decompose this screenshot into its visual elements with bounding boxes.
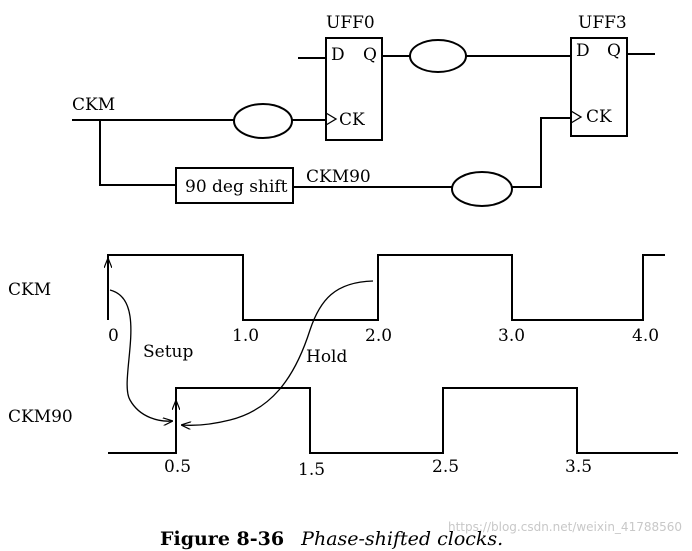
- data-path-delay: [409, 39, 467, 73]
- flipflop-uff3-ck-pin: CK: [586, 107, 612, 127]
- flipflop-uff3-q-pin: Q: [607, 41, 621, 61]
- setup-check-arrow: [109, 289, 172, 421]
- phase-shift-label: 90 deg shift: [185, 177, 288, 197]
- ckm90-tick-0: 0.5: [164, 457, 191, 477]
- ckm90-net-label: CKM90: [306, 167, 371, 187]
- phase-shift-block: [175, 167, 294, 204]
- ckm90-tick-2: 2.5: [432, 457, 459, 477]
- ckm-waveform: [107, 254, 665, 321]
- flipflop-uff0: [325, 37, 383, 141]
- ckm-waveform-label: CKM: [8, 280, 51, 300]
- figure-number: Figure 8-36: [160, 528, 284, 550]
- ckm90-tick-3: 3.5: [565, 457, 592, 477]
- ckm-input-label: CKM: [72, 95, 115, 115]
- ckm-branch-wire: [99, 120, 176, 186]
- ckm-buffer-delay: [233, 103, 293, 139]
- flipflop-uff0-q-pin: Q: [363, 45, 377, 65]
- flipflop-uff0-ck-pin: CK: [339, 110, 365, 130]
- flipflop-uff0-d-pin: D: [331, 45, 345, 65]
- watermark: https://blog.csdn.net/weixin_41788560: [448, 520, 682, 534]
- flipflop-uff3-name: UFF3: [578, 13, 627, 33]
- hold-label: Hold: [306, 347, 347, 367]
- flipflop-uff0-name: UFF0: [326, 13, 375, 33]
- ckm-tick-1: 1.0: [232, 326, 259, 346]
- flipflop-uff3: [570, 37, 628, 137]
- ckm-tick-3: 3.0: [498, 326, 525, 346]
- ckm-tick-0: 0: [108, 326, 119, 346]
- figure-title: Phase-shifted clocks.: [300, 528, 503, 550]
- setup-label: Setup: [143, 342, 193, 362]
- ckm-tick-2: 2.0: [365, 326, 392, 346]
- ckm90-waveform: [108, 387, 678, 454]
- ckm-tick-4: 4.0: [632, 326, 659, 346]
- flipflop-uff0-clock-triangle: [325, 112, 338, 126]
- ckm90-waveform-label: CKM90: [8, 407, 73, 427]
- circuit-schematic: UFF0 D Q CK UFF3 D Q CK CKM 90 deg shift…: [72, 13, 655, 207]
- flipflop-uff3-d-pin: D: [576, 41, 590, 61]
- ckm90-buffer-delay: [451, 171, 513, 207]
- figure-caption: Figure 8-36 Phase-shifted clocks.: [160, 528, 503, 550]
- hold-check-arrow: [182, 280, 374, 425]
- flipflop-uff3-clock-triangle: [570, 110, 583, 124]
- ckm90-to-uff3-wire: [512, 117, 571, 188]
- timing-diagram: CKM CKM90 0 1.0 2.0 3.0 4.0 0.5 1.5 2.5 …: [8, 254, 678, 480]
- ckm90-tick-1: 1.5: [298, 460, 325, 480]
